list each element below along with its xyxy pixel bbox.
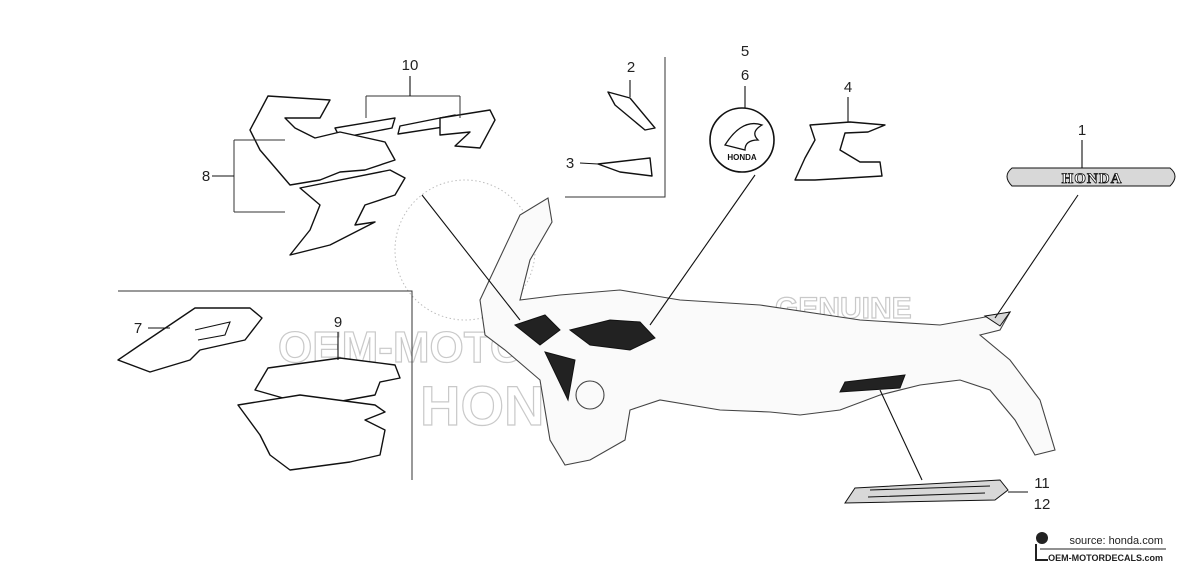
decal-part-9 <box>237 357 401 471</box>
honda-emblem-part-1: HONDA <box>1006 167 1176 187</box>
bracket-10 <box>365 95 461 118</box>
callout-5: 5 <box>741 43 749 60</box>
callout-1: 1 <box>1078 122 1086 139</box>
bike-body <box>479 197 1056 466</box>
footer-site-text: OEM-MOTORDECALS.com <box>1048 553 1163 563</box>
callout-3: 3 <box>566 155 574 172</box>
decal-part-8 <box>249 95 406 256</box>
wing-emblem-part-5-6: HONDA <box>709 107 775 173</box>
wing-logo-text: HONDA <box>727 153 757 162</box>
wing-icon <box>723 122 764 151</box>
honda-emblem-text: HONDA <box>1062 171 1123 187</box>
callout-6: 6 <box>741 67 749 84</box>
wing-emblem-circle <box>709 107 775 173</box>
callout-9: 9 <box>334 314 342 331</box>
decal-part-10 <box>334 109 496 149</box>
callout-2: 2 <box>627 59 635 76</box>
source-text: source: honda.com <box>1069 535 1163 547</box>
source-footer: source: honda.com OEM-MOTORDECALS.com <box>1035 532 1166 563</box>
bike-tank-mark <box>575 380 605 410</box>
decal-part-4 <box>794 121 886 181</box>
callout-12: 12 <box>1034 496 1051 513</box>
callout-11: 11 <box>1034 475 1050 492</box>
callout-10: 10 <box>402 57 419 74</box>
model-badge-plate <box>844 479 1009 504</box>
bike-side-decal <box>839 374 906 393</box>
bike-stripe-tank <box>568 319 656 351</box>
site-logo-icon <box>1035 532 1048 561</box>
bracket-lines <box>118 57 666 480</box>
box-2-3 <box>565 57 666 198</box>
decal-part-2 <box>607 91 656 131</box>
decal-part-7 <box>117 307 263 373</box>
callout-4: 4 <box>844 79 852 96</box>
bike-stripe-lower <box>544 351 576 402</box>
box-7-9 <box>118 290 413 480</box>
motorcycle-outline <box>479 197 1056 466</box>
callout-8: 8 <box>202 168 210 185</box>
decal-part-3 <box>597 157 653 177</box>
bike-stripe-front <box>513 314 561 346</box>
honda-emblem-plate <box>1006 167 1176 187</box>
callout-numbers: 10 8 2 3 5 6 4 1 7 9 11 12 <box>134 43 1086 513</box>
decal-part-11-12 <box>844 479 1009 504</box>
callout-7: 7 <box>134 320 142 337</box>
leader-lines <box>148 76 1083 493</box>
